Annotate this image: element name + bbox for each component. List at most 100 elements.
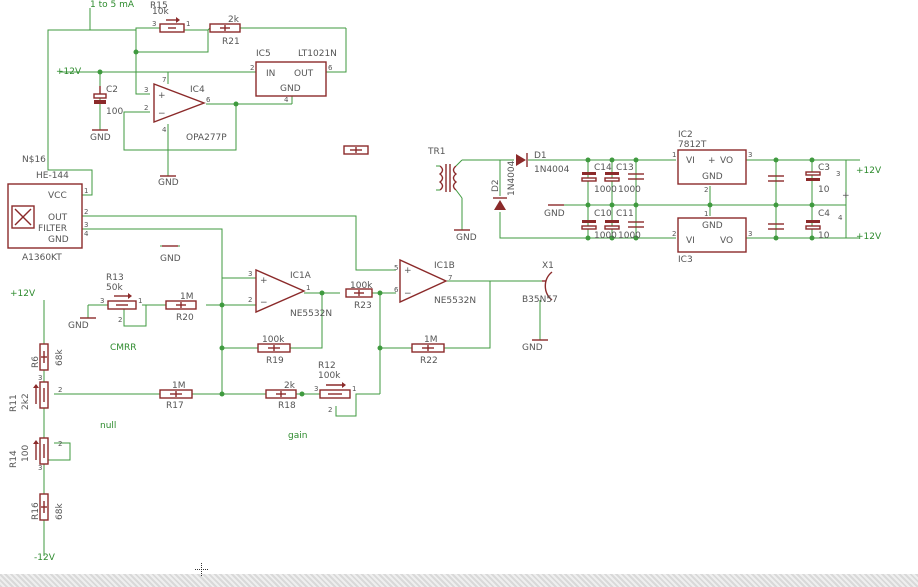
- ic1b-name: IC1B: [434, 261, 455, 271]
- transformer-tr1[interactable]: TR1: [427, 147, 463, 199]
- resistor-r22[interactable]: 1M R22: [411, 335, 445, 366]
- he-vcc: VCC: [48, 191, 67, 201]
- resistor-r23[interactable]: 100k R23: [345, 281, 373, 311]
- c14-name: C14: [594, 163, 612, 173]
- r14-value: 100: [21, 445, 31, 462]
- capacitor-c4[interactable]: C4 10: [805, 209, 830, 241]
- capacitor-c13[interactable]: C13 1000 1000: [594, 163, 641, 195]
- capacitor-c10[interactable]: C10: [581, 209, 612, 230]
- r6-value: 68k: [55, 349, 65, 366]
- resistor-r6[interactable]: R6 68k: [31, 343, 65, 371]
- buzzer-x1[interactable]: X1 B35N57: [522, 261, 558, 305]
- status-strip: [0, 574, 918, 587]
- resistor-r17[interactable]: 1M R17: [159, 381, 193, 411]
- diode-d2[interactable]: D2 1N4004: [491, 160, 517, 210]
- r15-value: 10k: [152, 7, 169, 17]
- cmrr-label: CMRR: [110, 343, 137, 353]
- svg-text:−: −: [404, 289, 412, 299]
- r22-value: 1M: [424, 335, 438, 345]
- trimmer-r14[interactable]: 23 R14 100: [9, 437, 62, 472]
- svg-text:+: +: [404, 266, 412, 276]
- svg-text:1: 1: [672, 151, 676, 159]
- svg-text:3: 3: [152, 20, 156, 28]
- svg-text:1: 1: [704, 210, 708, 218]
- svg-text:7: 7: [162, 76, 166, 84]
- resistor-r20[interactable]: 1M R20: [165, 292, 197, 323]
- c11-name: C11: [616, 209, 634, 219]
- r17-name: R17: [166, 401, 184, 411]
- svg-text:2: 2: [118, 316, 122, 324]
- capacitor-c2[interactable]: C2 100: [93, 85, 123, 117]
- resistor-r18[interactable]: 2k R18: [265, 381, 297, 411]
- svg-text:+: +: [842, 191, 850, 201]
- svg-text:3: 3: [748, 151, 752, 159]
- hall-sensor-a1360kt[interactable]: VCC OUT FILTER GND HE-144 A1360KT 12 34: [7, 171, 89, 263]
- svg-text:4: 4: [284, 96, 289, 104]
- current-label: 1 to 5 mA: [90, 0, 135, 10]
- ic5-value: LT1021N: [298, 49, 337, 59]
- ic2-name: IC2: [678, 130, 693, 140]
- gnd-ic4: GND: [158, 178, 179, 188]
- gnd-he: GND: [160, 254, 181, 264]
- svg-text:+: +: [158, 91, 166, 101]
- capacitor-c11[interactable]: C11 1000 1000: [594, 209, 641, 241]
- ic4-value: OPA277P: [186, 133, 227, 143]
- svg-text:3: 3: [748, 230, 752, 238]
- svg-text:3: 3: [248, 270, 252, 278]
- net-labels: 1 to 5 mA +12V N$16 +12V CMRR null gain …: [10, 0, 882, 563]
- svg-text:2: 2: [704, 186, 708, 194]
- gain-label: gain: [288, 431, 307, 441]
- d1-name: D1: [534, 151, 547, 161]
- capacitor-c14[interactable]: C14: [581, 163, 612, 182]
- gnd-ps: GND: [544, 209, 565, 219]
- he-filter: FILTER: [38, 224, 67, 234]
- r11-name: R11: [9, 394, 19, 412]
- resistor-r19[interactable]: 100k R19: [257, 335, 291, 366]
- c3-name: C3: [818, 163, 830, 173]
- he-name: A1360KT: [22, 253, 62, 263]
- n16-label: N$16: [22, 155, 46, 165]
- svg-text:2: 2: [144, 104, 148, 112]
- svg-text:2: 2: [328, 406, 332, 414]
- svg-text:3: 3: [314, 385, 318, 393]
- connector-output[interactable]: 3 + 4: [836, 170, 850, 222]
- r13-value: 50k: [106, 283, 123, 293]
- r11-value: 2k2: [21, 393, 31, 410]
- opamp-ic1a[interactable]: +− IC1A NE5532N 321: [248, 268, 332, 319]
- gnd-x1: GND: [522, 343, 543, 353]
- ic3-vi: VI: [686, 236, 695, 246]
- diode-d1[interactable]: D1 1N4004: [516, 151, 570, 175]
- capacitor-unlabeled-out-top[interactable]: [768, 175, 784, 182]
- opamp-ic4[interactable]: +− IC4 OPA277P 326 74: [144, 76, 227, 143]
- resistor-r16[interactable]: R16 68k: [31, 493, 65, 521]
- r16-name: R16: [31, 502, 41, 520]
- resistor-unlabeled[interactable]: [343, 145, 369, 155]
- opamp-ic1b[interactable]: +− IC1B NE5532N 567: [394, 258, 476, 306]
- svg-text:−: −: [158, 109, 166, 119]
- capacitor-unlabeled-out-bottom[interactable]: [768, 223, 784, 230]
- svg-text:+: +: [260, 276, 268, 286]
- gnd-tr1: GND: [456, 233, 477, 243]
- capacitor-c3[interactable]: C3 10: [805, 163, 830, 195]
- r18-name: R18: [278, 401, 296, 411]
- resistor-r21[interactable]: 2k R21: [209, 15, 241, 47]
- ic3-name: IC3: [678, 255, 693, 265]
- trimmer-r11[interactable]: 23 R11 2k2: [9, 374, 62, 412]
- svg-text:3: 3: [144, 86, 148, 94]
- c3-value: 10: [818, 185, 830, 195]
- x1-value: B35N57: [522, 295, 558, 305]
- ic3-gnd: GND: [702, 221, 723, 231]
- svg-text:6: 6: [328, 64, 333, 72]
- r21-name: R21: [222, 37, 240, 47]
- capacitor-unlabeled-bottom[interactable]: [628, 221, 644, 228]
- capacitor-unlabeled-top[interactable]: [628, 173, 644, 180]
- svg-text:6: 6: [394, 286, 399, 294]
- out-12v-top-label: +12V: [856, 166, 882, 176]
